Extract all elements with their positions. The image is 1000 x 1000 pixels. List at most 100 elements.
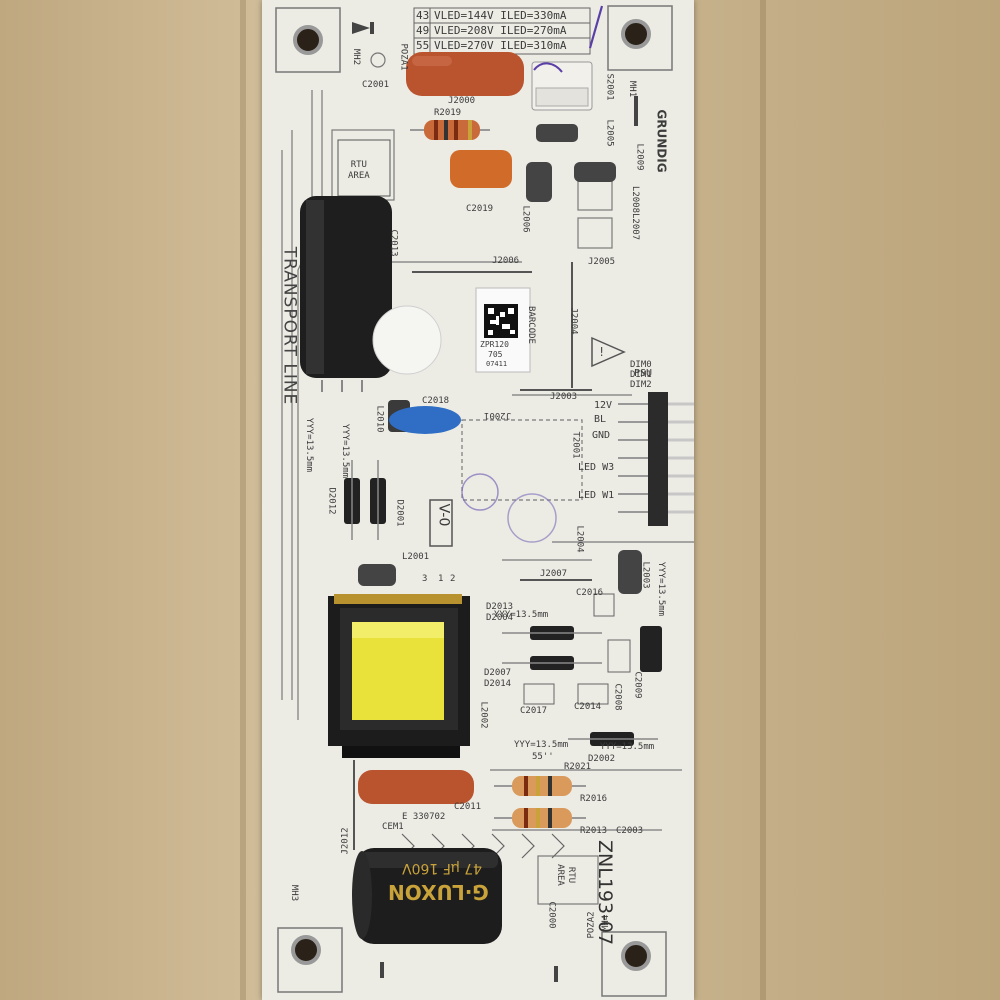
yyy-label: YYY=13.5mm bbox=[600, 742, 655, 752]
ref-d2007: D2007 bbox=[484, 668, 512, 678]
v0-rating: V-0 bbox=[435, 503, 452, 527]
ref-c2008: C2008 bbox=[612, 683, 623, 711]
dim1-label: DIM1 bbox=[630, 370, 652, 380]
foam-pad bbox=[372, 305, 442, 375]
ref-d2004: D2004 bbox=[486, 613, 514, 623]
pin-label-gnd: GND bbox=[592, 430, 611, 441]
ref-c2001: C2001 bbox=[362, 80, 390, 90]
mounting-hole-top-right bbox=[607, 5, 673, 71]
ref-l2010: L2010 bbox=[374, 405, 385, 433]
film-capacitor-c2011 bbox=[358, 770, 474, 804]
transport-line-text: TRANSPORT LINE bbox=[279, 246, 300, 406]
pin-number-3: 3 bbox=[422, 574, 428, 584]
ref-l2009: L2009 bbox=[634, 143, 645, 171]
ref-j2001: J2001 bbox=[484, 410, 512, 420]
ref-cem1: CEM1 bbox=[382, 822, 404, 832]
pin-label-12v: 12V bbox=[594, 400, 613, 411]
pin-label-bl: BL bbox=[594, 414, 607, 425]
barcode-label bbox=[475, 287, 531, 373]
ref-d2012: D2012 bbox=[326, 487, 337, 515]
resistors-r2016-r2013 bbox=[494, 776, 586, 828]
ref-mh1: MH1 bbox=[627, 80, 638, 98]
ref-r2021: R2021 bbox=[564, 762, 592, 772]
ref-c2011: C2011 bbox=[454, 802, 482, 812]
dim0-label: DIM0 bbox=[630, 360, 652, 370]
ref-j2005: J2005 bbox=[588, 257, 616, 267]
mounting-hole-bottom-right bbox=[601, 931, 667, 997]
diodes-d2013-d2014 bbox=[530, 626, 662, 746]
ref-l2001: L2001 bbox=[402, 552, 430, 562]
psu-pin-header bbox=[618, 392, 694, 526]
svg-text:!: ! bbox=[598, 345, 605, 359]
vled-size-43: 43 bbox=[416, 9, 430, 22]
ref-d2014: D2014 bbox=[484, 679, 512, 689]
ref-j2004: J2004 bbox=[568, 307, 579, 335]
mounting-hole-bottom-left bbox=[277, 927, 343, 993]
brand-logo-text: GRUNDIG bbox=[654, 109, 669, 173]
ref-l2006: L2006 bbox=[520, 205, 531, 233]
ul-mark: E 330702 bbox=[402, 812, 446, 822]
ref-j2012: J2012 bbox=[340, 827, 351, 855]
electrolytic-capacitor-luxon bbox=[352, 848, 502, 944]
ref-c2017: C2017 bbox=[520, 706, 548, 716]
capacitor-value: 47 µF 160V bbox=[402, 860, 482, 876]
ref-c2019: C2019 bbox=[466, 204, 494, 214]
ref-j2006: J2006 bbox=[492, 256, 520, 266]
warning-triangle-icon: ! bbox=[591, 336, 626, 368]
mounting-hole-top-left bbox=[275, 7, 341, 73]
barcode-line2: 705 bbox=[488, 350, 503, 359]
pin-label-led-w3: LED W3 bbox=[578, 462, 615, 473]
ref-j2000: J2000 bbox=[448, 96, 476, 106]
ref-l2003: L2003 bbox=[640, 561, 651, 589]
direction-arrows bbox=[352, 22, 638, 982]
ref-l2004: L2004 bbox=[574, 525, 585, 553]
ref-c2009: C2009 bbox=[632, 671, 643, 699]
pin-number-1: 1 bbox=[438, 574, 444, 584]
inch-label: 55'' bbox=[532, 752, 554, 762]
yyy-label: YYY=13.5mm bbox=[494, 610, 549, 620]
ref-c2014: C2014 bbox=[574, 702, 602, 712]
diodes-d2012-d2001 bbox=[344, 460, 386, 540]
ref-d2013: D2013 bbox=[486, 602, 514, 612]
pin-label-led-w1: LED W1 bbox=[578, 490, 615, 501]
ref-l2002: L2002 bbox=[478, 701, 489, 729]
ref-c2003: C2003 bbox=[616, 826, 644, 836]
ref-mh2: MH2 bbox=[351, 48, 362, 66]
ref-c2013: C2013 bbox=[388, 229, 399, 257]
vled-spec-55: VLED=270V ILED=310mA bbox=[434, 39, 567, 52]
ref-c2016: C2016 bbox=[576, 588, 604, 598]
rtu-area-bottom: RTU AREA bbox=[554, 864, 576, 886]
capacitor-brand: G·LUXON bbox=[388, 880, 489, 904]
ref-t2001: T2001 bbox=[570, 431, 581, 459]
ref-d2001: D2001 bbox=[394, 499, 405, 527]
ref-s2001: S2001 bbox=[604, 73, 615, 101]
resistor-r2019 bbox=[410, 120, 490, 140]
yyy-label: YYY=13.5mm bbox=[514, 740, 569, 750]
ref-poza1: POZA1 bbox=[398, 43, 409, 71]
ref-j2003: J2003 bbox=[550, 392, 578, 402]
yyy-label: YYY=13.5mm bbox=[340, 423, 351, 479]
ref-c2000: C2000 bbox=[546, 901, 557, 929]
ref-c2018: C2018 bbox=[422, 396, 450, 406]
pcb-drawing: ! bbox=[275, 5, 694, 997]
vled-size-55: 55 bbox=[416, 39, 430, 52]
ref-l2008: L2008L2007 bbox=[630, 185, 641, 241]
barcode-line1: ZPR120 bbox=[480, 340, 509, 349]
ref-r2016: R2016 bbox=[580, 794, 608, 804]
ref-r2013: R2013 bbox=[580, 826, 608, 836]
psu-label: PSU bbox=[634, 368, 653, 379]
transformer bbox=[328, 594, 470, 758]
board-model: ZNL193-07 bbox=[594, 840, 616, 946]
barcode-title: BARCODE bbox=[525, 306, 536, 344]
dim2-label: DIM2 bbox=[630, 380, 652, 390]
vled-size-49: 49 bbox=[416, 24, 430, 37]
vled-spec-49: VLED=208V ILED=270mA bbox=[434, 24, 567, 37]
ref-r2019: R2019 bbox=[434, 108, 462, 118]
barcode-line3: 07411 bbox=[486, 360, 508, 368]
electrolytic-capacitor-c2013 bbox=[300, 196, 392, 392]
pcb-board: ! bbox=[262, 0, 694, 1000]
vled-spec-43: VLED=144V ILED=330mA bbox=[434, 9, 567, 22]
cardboard-fold bbox=[760, 0, 766, 1000]
ceramic-capacitor-c2019 bbox=[450, 150, 512, 188]
ref-d2002: D2002 bbox=[588, 754, 616, 764]
